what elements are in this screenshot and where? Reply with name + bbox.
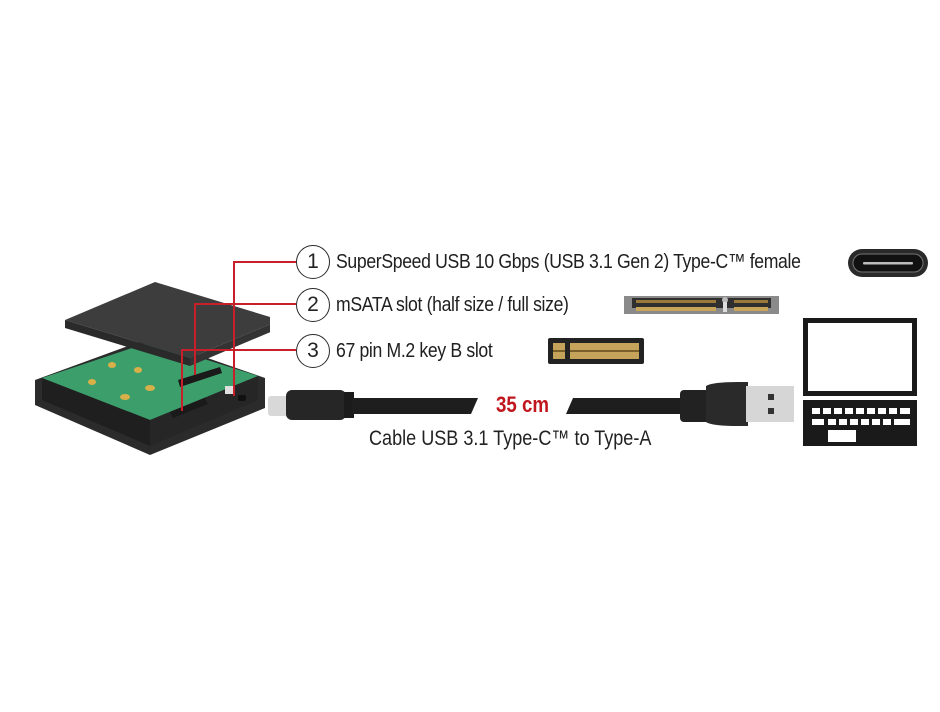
m2-connector-icon xyxy=(548,338,644,364)
feature-number-2: 2 xyxy=(296,288,330,322)
enclosure-image xyxy=(35,282,270,455)
msata-connector-icon xyxy=(624,296,779,314)
leader-line-1-v xyxy=(233,261,235,396)
feature-number-1: 1 xyxy=(296,245,330,279)
usb-c-to-a-cable-image xyxy=(268,382,794,426)
feature-label-2: mSATA slot (half size / full size) xyxy=(336,293,569,316)
laptop-icon xyxy=(803,318,917,446)
leader-line-3-v xyxy=(181,349,183,411)
feature-label-1: SuperSpeed USB 10 Gbps (USB 3.1 Gen 2) T… xyxy=(336,250,801,273)
feature-number-3: 3 xyxy=(296,334,330,368)
leader-line-3-h xyxy=(181,349,296,351)
cable-length-label: 35 cm xyxy=(496,392,550,417)
feature-label-3: 67 pin M.2 key B slot xyxy=(336,339,493,362)
leader-line-2-h xyxy=(194,303,296,305)
leader-line-2-v xyxy=(194,303,196,375)
leader-line-1-h xyxy=(233,261,296,263)
usb-c-port-icon xyxy=(848,249,928,277)
cable-caption: Cable USB 3.1 Type-C™ to Type-A xyxy=(369,427,652,450)
